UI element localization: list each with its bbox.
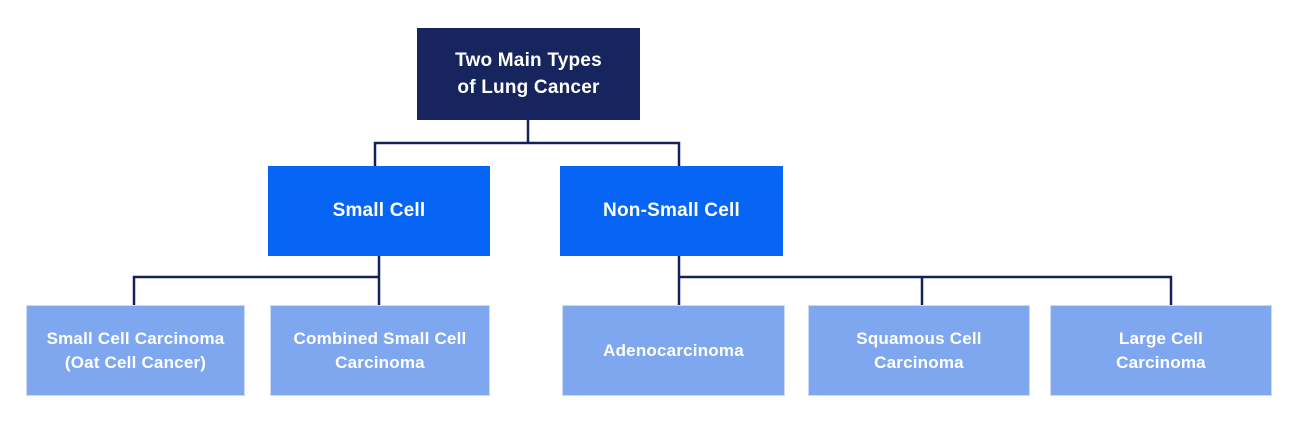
node-non-small-cell: Non-Small Cell <box>560 166 783 256</box>
edge-root-to-branches <box>373 117 681 169</box>
node-label: Small Cell <box>332 200 426 221</box>
node-label: Adenocarcinoma <box>603 340 744 360</box>
node-label: Two Main Types of Lung Cancer <box>455 50 602 98</box>
node-two-main-types-of-lung-cancer: Two Main Types of Lung Cancer <box>417 28 640 120</box>
node-label: Squamous Cell Carcinoma <box>856 328 982 372</box>
node-small-cell: Small Cell <box>268 166 490 256</box>
node-combined-small-cell-carcinoma: Combined Small Cell Carcinoma <box>270 305 490 396</box>
node-label: Combined Small Cell Carcinoma <box>293 328 467 372</box>
node-small-cell-carcinoma-oat-cell: Small Cell Carcinoma (Oat Cell Cancer) <box>26 305 245 396</box>
node-adenocarcinoma: Adenocarcinoma <box>562 305 785 396</box>
edge-non-small-cell-to-leaves <box>677 253 1173 308</box>
node-label: Large Cell Carcinoma <box>1116 328 1206 372</box>
node-squamous-cell-carcinoma: Squamous Cell Carcinoma <box>808 305 1030 396</box>
node-label: Non-Small Cell <box>603 200 740 221</box>
edge-small-cell-to-leaves <box>132 253 381 308</box>
node-large-cell-carcinoma: Large Cell Carcinoma <box>1050 305 1272 396</box>
node-label: Small Cell Carcinoma (Oat Cell Cancer) <box>46 328 225 372</box>
